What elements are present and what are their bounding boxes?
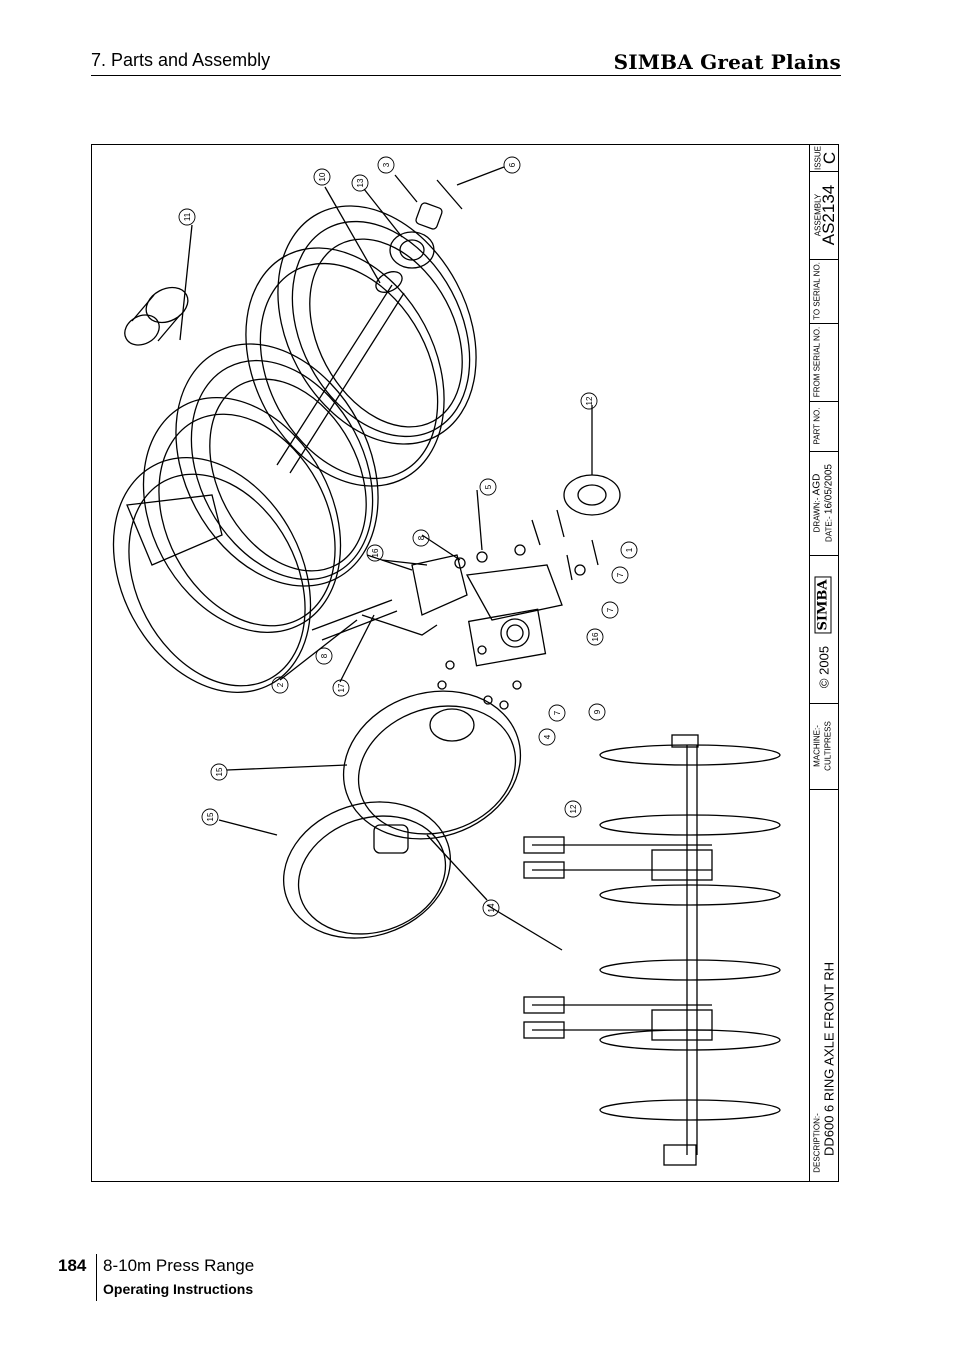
drawn-line: DRAWN:- AGD — [812, 474, 823, 533]
header-divider — [91, 75, 841, 76]
assembled-axle-view — [523, 734, 781, 1166]
machine-cell: MACHINE:- CULTIPRESS — [810, 703, 838, 790]
description-cell: DESCRIPTION:- DD600 6 RING AXLE FRONT RH — [810, 789, 838, 1181]
logo-cell: SIMBA © 2005 — [810, 555, 838, 704]
footer-title: 8-10m Press Range — [103, 1256, 255, 1275]
drawn-value: AGD — [811, 473, 823, 496]
callout-15b: 15 — [206, 812, 215, 821]
issue-value: C — [820, 151, 839, 165]
footer-subtitle: Operating Instructions — [103, 1281, 254, 1297]
part-no-cell: PART NO. — [810, 401, 838, 452]
from-serial-cell: FROM SERIAL NO. — [810, 323, 838, 402]
drawn-label: DRAWN:- — [812, 497, 822, 533]
from-serial-label: FROM SERIAL NO. — [812, 326, 822, 398]
callout-12a: 12 — [585, 396, 594, 405]
press-ring-upper-2 — [245, 247, 445, 487]
callout-14: 14 — [487, 903, 496, 912]
description-label: DESCRIPTION:- — [812, 1113, 822, 1173]
callout-10: 10 — [318, 172, 327, 181]
assembly-cell: ASSEMBLY AS2134 — [810, 171, 838, 260]
callout-13: 13 — [356, 178, 365, 187]
brand-logo: SIMBA Great Plains — [613, 50, 841, 74]
exploded-parts-drawing: 1 2 3 4 5 6 7 7 7 8 8 9 10 11 12 12 13 1… — [112, 156, 781, 1166]
callout-5: 5 — [484, 484, 493, 489]
section-title: 7. Parts and Assembly — [91, 50, 271, 70]
description-value: DD600 6 RING AXLE FRONT RH — [821, 961, 837, 1157]
callout-8a: 8 — [417, 535, 426, 540]
press-ring-lower-1 — [342, 690, 522, 840]
date-label: DATE:- — [824, 516, 834, 542]
drawn-cell: DRAWN:- AGD DATE:- 16/05/2005 — [810, 451, 838, 556]
callout-17: 17 — [337, 683, 346, 692]
callout-16a: 16 — [371, 548, 380, 557]
press-ring-upper-4 — [142, 396, 342, 634]
press-ring-upper-5 — [112, 456, 312, 694]
part-callouts: 1 2 3 4 5 6 7 7 7 8 8 9 10 11 12 12 13 1… — [178, 156, 638, 917]
callout-3: 3 — [382, 162, 391, 167]
footer-divider — [96, 1254, 97, 1301]
press-ring-upper-3 — [175, 343, 379, 587]
callout-6: 6 — [508, 162, 517, 167]
callout-16b: 16 — [591, 632, 600, 641]
callout-2: 2 — [276, 682, 285, 687]
to-serial-label: TO SERIAL NO. — [812, 262, 822, 320]
copyright: © 2005 — [816, 645, 832, 689]
to-serial-cell: TO SERIAL NO. — [810, 259, 838, 324]
callout-11: 11 — [183, 212, 192, 221]
callout-9: 9 — [593, 709, 602, 714]
callout-7c: 7 — [606, 607, 615, 612]
date-line: DATE:- 16/05/2005 — [824, 464, 835, 542]
simba-logo: SIMBA — [814, 576, 832, 634]
callout-4: 4 — [543, 734, 552, 739]
machine-value: CULTIPRESS — [823, 721, 833, 771]
page-number: 184 — [58, 1256, 87, 1275]
title-block: ISSUE C ASSEMBLY AS2134 TO SERIAL NO. FR… — [809, 145, 839, 1181]
callout-8b: 8 — [320, 653, 329, 658]
callout-7a: 7 — [616, 572, 625, 577]
date-value: 16/05/2005 — [823, 464, 835, 515]
callout-1: 1 — [625, 547, 634, 552]
assembly-value: AS2134 — [819, 184, 838, 246]
callout-15a: 15 — [215, 767, 224, 776]
drawing-frame: 1 2 3 4 5 6 7 7 7 8 8 9 10 11 12 12 13 1… — [91, 144, 839, 1182]
issue-cell: ISSUE C — [810, 145, 839, 172]
callout-7b: 7 — [553, 710, 562, 715]
machine-label: MACHINE:- — [812, 725, 822, 767]
callout-12b: 12 — [569, 804, 578, 813]
part-no-label: PART NO. — [812, 407, 822, 445]
